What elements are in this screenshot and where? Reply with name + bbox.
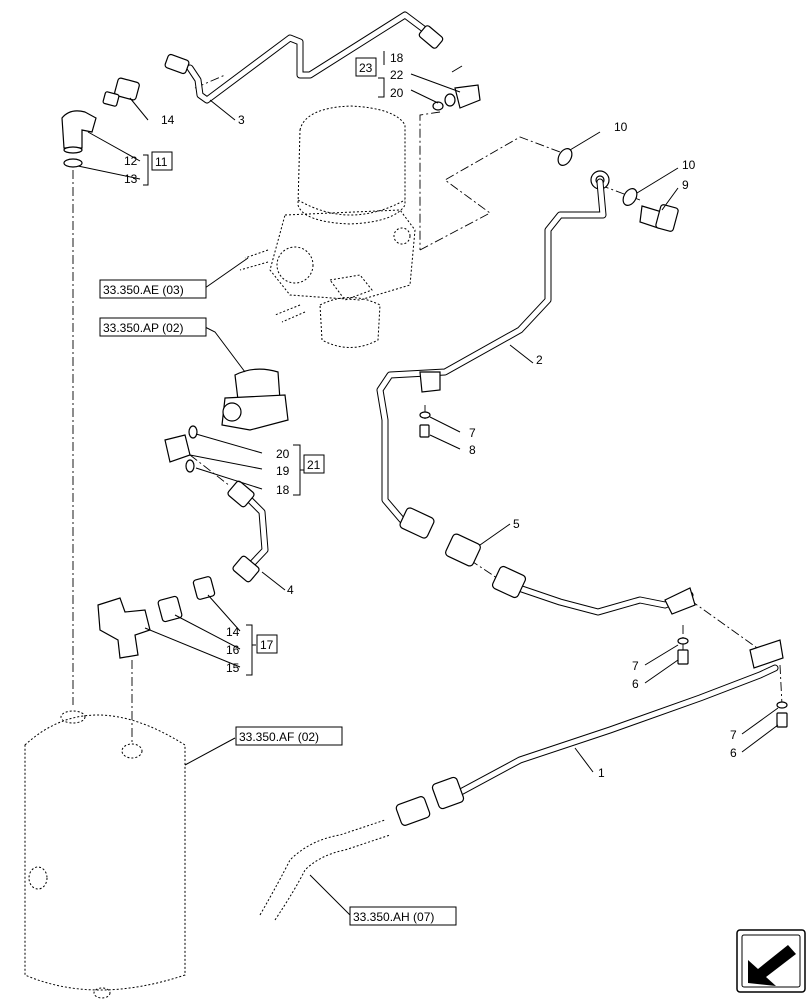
fitting-5 — [445, 533, 481, 567]
pipe-3 — [164, 11, 444, 104]
callout-6b: 6 — [730, 746, 737, 760]
arrow-navigation-icon[interactable] — [736, 929, 806, 993]
callout-16: 16 — [226, 643, 240, 657]
callout-2: 2 — [536, 353, 543, 367]
group-box-11: 11 — [151, 151, 173, 171]
callout-3: 3 — [238, 113, 245, 127]
reference-box-af[interactable]: 33.350.AF (02) — [235, 726, 343, 746]
reference-af-label[interactable]: 33.350.AF (02) — [239, 730, 319, 744]
callout-22: 22 — [390, 68, 404, 82]
group-box-21: 21 — [303, 454, 325, 474]
callout-7c: 7 — [730, 728, 737, 742]
callout-numbers: 1 2 3 4 5 6 6 7 7 7 8 9 10 10 12 13 14 1… — [124, 51, 737, 780]
callout-1: 1 — [598, 766, 605, 780]
elbow-fitting-top-left — [61, 77, 140, 168]
reference-box-ae[interactable]: 33.350.AE (03) — [99, 279, 207, 299]
callout-14a: 14 — [161, 113, 175, 127]
valve-assembly — [164, 368, 289, 473]
callout-20a: 20 — [390, 86, 404, 100]
air-tank — [24, 710, 186, 999]
callout-5: 5 — [513, 517, 520, 531]
group-21-label: 21 — [307, 458, 321, 472]
callout-6a: 6 — [632, 677, 639, 691]
callout-10b: 10 — [682, 158, 696, 172]
reference-box-ah[interactable]: 33.350.AH (07) — [349, 906, 457, 926]
group-11-label: 11 — [155, 155, 168, 169]
callout-19: 19 — [276, 464, 290, 478]
group-box-17: 17 — [256, 634, 278, 654]
centre-lines — [72, 74, 783, 745]
leader-lines — [77, 51, 779, 916]
banjo-fittings — [432, 84, 679, 232]
callout-7b: 7 — [632, 659, 639, 673]
callout-10a: 10 — [614, 120, 628, 134]
callout-15: 15 — [226, 661, 240, 675]
air-dryer — [239, 105, 416, 348]
hose-33-350-ah — [259, 819, 391, 921]
callout-20b: 20 — [276, 447, 290, 461]
callout-18a: 18 — [390, 51, 404, 65]
pipe-4 — [227, 480, 269, 583]
pipe-2 — [376, 178, 607, 539]
callout-18b: 18 — [276, 483, 290, 497]
tee-fitting — [97, 576, 216, 659]
callout-12: 12 — [124, 154, 138, 168]
callout-8: 8 — [469, 443, 476, 457]
group-box-23: 23 — [355, 57, 377, 77]
callout-13: 13 — [124, 172, 138, 186]
pipe-1 — [395, 565, 788, 826]
callout-14b: 14 — [226, 625, 240, 639]
group-23-label: 23 — [359, 61, 373, 75]
callout-4: 4 — [287, 583, 294, 597]
reference-ap-label[interactable]: 33.350.AP (02) — [103, 321, 184, 335]
reference-box-ap[interactable]: 33.350.AP (02) — [99, 317, 207, 337]
reference-ah-label[interactable]: 33.350.AH (07) — [353, 910, 434, 924]
group-17-label: 17 — [260, 638, 274, 652]
callout-7a: 7 — [469, 426, 476, 440]
reference-ae-label[interactable]: 33.350.AE (03) — [103, 283, 184, 297]
callout-9: 9 — [682, 178, 689, 192]
